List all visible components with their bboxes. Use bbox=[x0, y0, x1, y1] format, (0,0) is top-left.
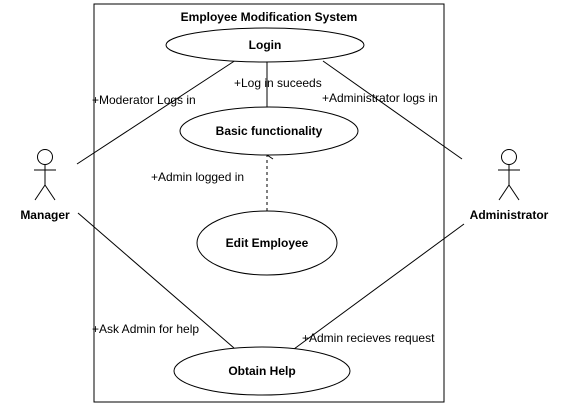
relation-labels: +Moderator Logs in +Log in suceeds +Admi… bbox=[92, 76, 438, 345]
use-case-basic-functionality-label: Basic functionality bbox=[216, 124, 323, 138]
actor-administrator-head bbox=[501, 149, 517, 165]
association-administrator-help bbox=[293, 223, 465, 350]
association-administrator-login bbox=[322, 60, 463, 160]
actor-administrator-leg-left bbox=[498, 184, 510, 201]
actor-manager-head bbox=[37, 149, 53, 165]
use-case-obtain-help-label: Obtain Help bbox=[228, 364, 295, 378]
label-admin-receives-request: +Admin recieves request bbox=[302, 331, 435, 345]
actor-manager-name: Manager bbox=[20, 208, 70, 222]
actor-administrator-name: Administrator bbox=[470, 208, 549, 222]
label-moderator-logs-in: +Moderator Logs in bbox=[92, 93, 196, 107]
actor-manager-leg-right bbox=[44, 184, 56, 201]
label-administrator-logs-in: +Administrator logs in bbox=[322, 91, 438, 105]
actor-administrator bbox=[498, 149, 520, 201]
system-boundary-box bbox=[93, 3, 445, 403]
label-ask-admin-for-help: +Ask Admin for help bbox=[92, 322, 199, 336]
use-case-login-shape bbox=[165, 27, 365, 63]
use-case-edit-employee-label: Edit Employee bbox=[226, 236, 309, 250]
use-case-login: Login bbox=[165, 27, 365, 63]
use-case-basic-functionality-shape bbox=[179, 106, 359, 156]
use-case-obtain-help: Obtain Help bbox=[173, 346, 351, 396]
use-case-edit-employee-shape bbox=[196, 210, 338, 276]
actor-manager bbox=[34, 149, 56, 201]
association-manager-login bbox=[76, 59, 237, 165]
label-admin-logged-in: +Admin logged in bbox=[151, 170, 244, 184]
use-case-obtain-help-shape bbox=[173, 346, 351, 396]
actor-administrator-leg-right bbox=[508, 184, 520, 201]
system-boundary: Employee Modification System bbox=[93, 3, 445, 403]
system-title: Employee Modification System bbox=[181, 10, 358, 24]
use-case-edit-employee: Edit Employee bbox=[196, 210, 338, 276]
associations bbox=[76, 59, 465, 350]
use-case-basic-functionality: Basic functionality bbox=[179, 106, 359, 156]
actor-manager-leg-left bbox=[34, 184, 46, 201]
label-log-in-succeeds: +Log in suceeds bbox=[234, 76, 322, 90]
association-manager-help bbox=[77, 212, 235, 349]
use-case-login-label: Login bbox=[249, 38, 282, 52]
